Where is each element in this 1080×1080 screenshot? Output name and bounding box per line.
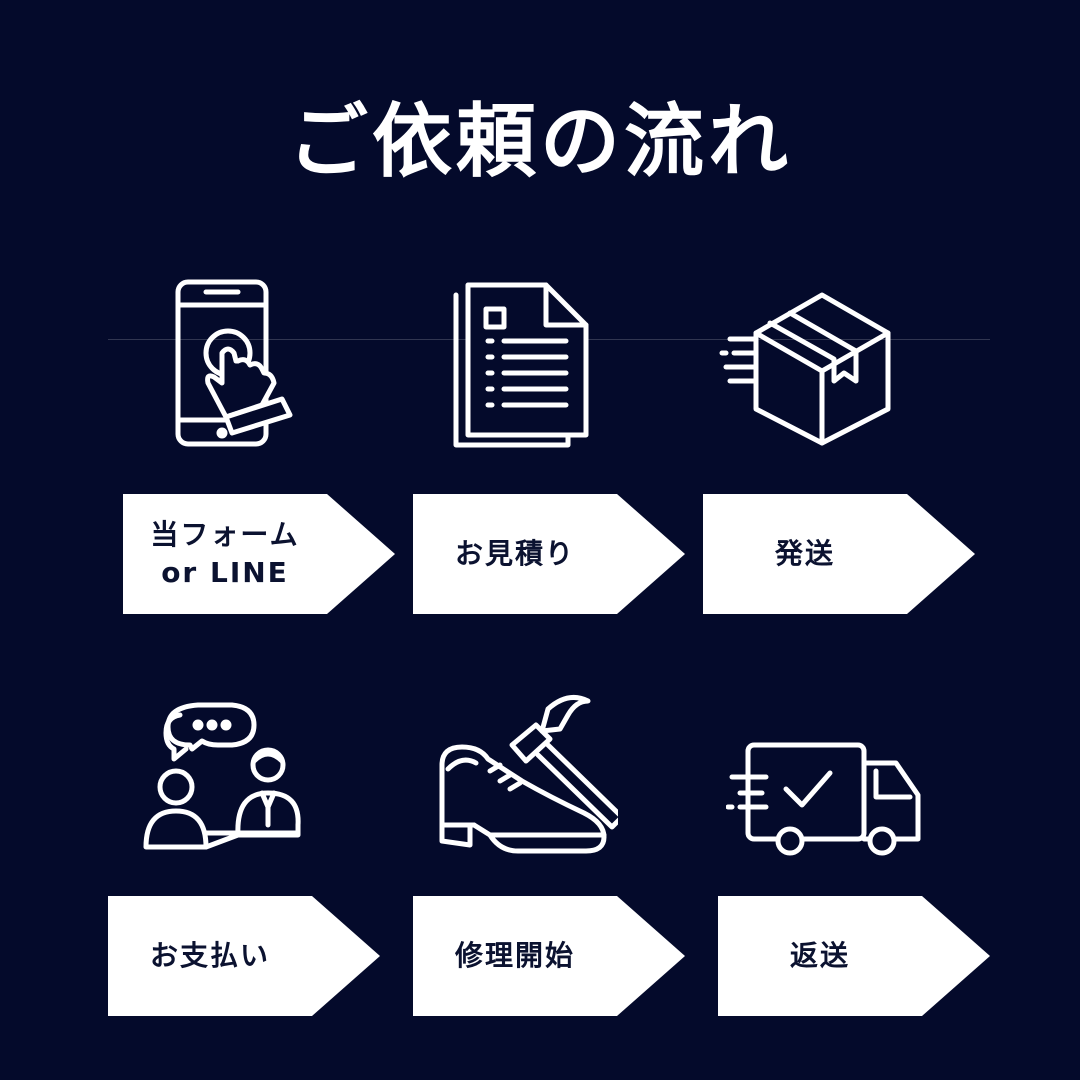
smartphone-tap-icon bbox=[122, 275, 322, 455]
step-label-repair: 修理開始 bbox=[413, 896, 685, 1016]
step-label-text: 当フォーム bbox=[150, 518, 300, 551]
shoe-hammer-icon bbox=[418, 685, 618, 865]
step-label-estimate: お見積り bbox=[413, 494, 685, 614]
step-label-payment: お支払い bbox=[108, 896, 380, 1016]
step-label-text: 発送 bbox=[774, 537, 835, 570]
step-label-text: お見積り bbox=[454, 537, 575, 570]
document-icon bbox=[418, 275, 618, 455]
step-label-text: 返送 bbox=[789, 939, 850, 972]
step-label-text: or LINE bbox=[161, 556, 289, 589]
delivery-truck-icon bbox=[726, 685, 926, 865]
payment-meeting-icon bbox=[122, 685, 322, 865]
page-title: ご依頼の流れ bbox=[288, 95, 792, 188]
step-label-text: お支払い bbox=[149, 939, 270, 972]
step-label-text: 修理開始 bbox=[454, 939, 575, 972]
step-label-form: 当フォーム or LINE bbox=[123, 494, 395, 614]
step-label-shipping: 発送 bbox=[703, 494, 975, 614]
step-label-return: 返送 bbox=[718, 896, 990, 1016]
shipping-box-icon bbox=[712, 275, 912, 455]
